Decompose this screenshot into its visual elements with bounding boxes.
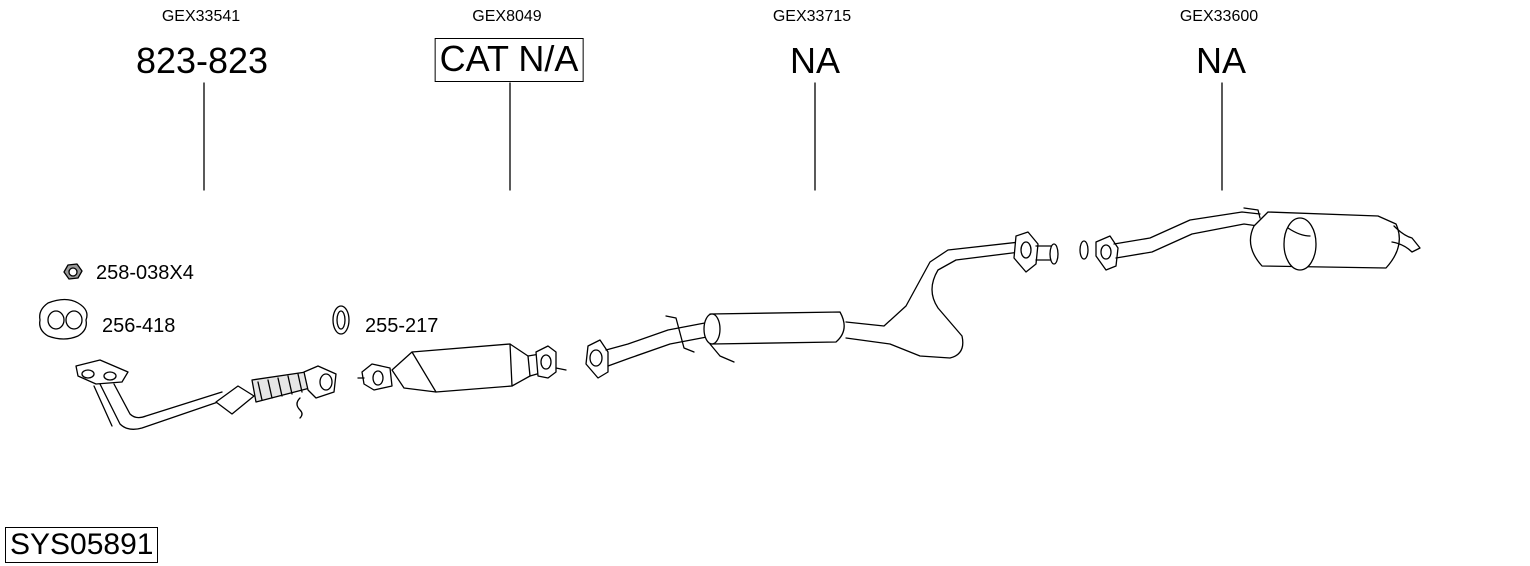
part-number-2: CAT N/A	[434, 38, 584, 82]
ring-icon	[332, 305, 350, 335]
rear-silencer-drawing	[1079, 207, 1421, 271]
gasket-icon	[39, 298, 88, 340]
middle-section-drawing	[585, 231, 1059, 379]
front-pipe-drawing	[75, 359, 337, 430]
catalytic-converter-drawing	[357, 343, 567, 393]
ring-label: 255-217	[365, 315, 439, 337]
nut-icon	[63, 263, 83, 280]
part-number-3: NA	[789, 40, 841, 81]
ref-label-3: GEX33715	[772, 8, 852, 25]
part-number-4: NA	[1195, 40, 1247, 81]
gasket-label: 256-418	[102, 315, 176, 337]
ref-label-2: GEX8049	[472, 8, 542, 25]
part-number-1: 823-823	[135, 40, 269, 81]
system-code: SYS05891	[5, 527, 159, 563]
nut-label: 258-038X4	[96, 262, 194, 284]
ref-label-1: GEX33541	[161, 8, 241, 25]
ref-label-4: GEX33600	[1179, 8, 1259, 25]
